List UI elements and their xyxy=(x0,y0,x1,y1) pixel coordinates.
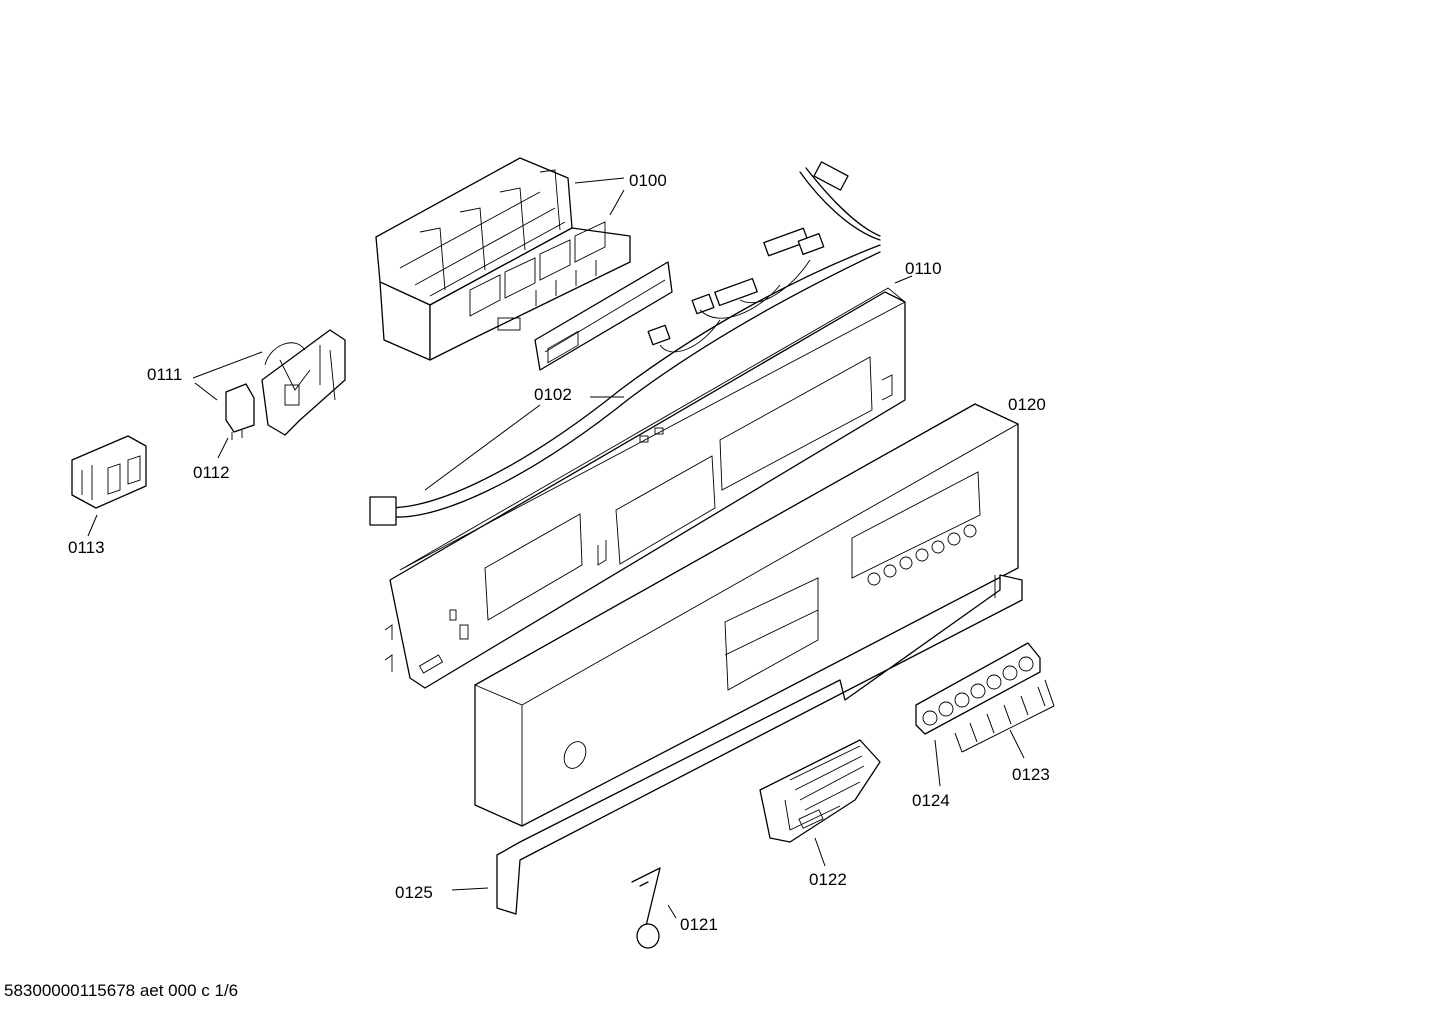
part-0111-switch[interactable] xyxy=(261,329,346,436)
part-0120-front-panel[interactable] xyxy=(473,403,1019,827)
label-0102: 0102 xyxy=(534,385,572,404)
label-0123: 0123 xyxy=(1012,765,1050,784)
part-0121-knob[interactable] xyxy=(631,867,661,949)
part-0124-button-strip[interactable] xyxy=(915,642,1041,735)
label-0113: 0113 xyxy=(68,538,105,557)
part-labels: 0100 0102 0110 0111 0112 0113 0120 0121 … xyxy=(68,171,1050,934)
label-0100: 0100 xyxy=(629,171,667,190)
part-0125-trim-strip[interactable] xyxy=(496,574,1023,915)
part-0110-wiring-harness[interactable] xyxy=(369,161,881,526)
panel-button-row xyxy=(867,524,977,586)
leader-lines xyxy=(87,177,1025,919)
part-0123-button-lines xyxy=(954,679,1055,753)
part-0113-connector-block[interactable] xyxy=(71,435,147,509)
label-0125: 0125 xyxy=(395,883,433,902)
label-0112: 0112 xyxy=(193,463,230,482)
label-0120: 0120 xyxy=(1008,395,1046,414)
label-0121: 0121 xyxy=(680,915,718,934)
label-0122: 0122 xyxy=(809,870,847,889)
part-0100-electronic-module[interactable] xyxy=(375,157,631,361)
label-0124: 0124 xyxy=(912,791,950,810)
label-0111: 0111 xyxy=(147,365,182,384)
part-0122-grille[interactable] xyxy=(759,739,881,843)
document-code: 58300000115678 aet 000 c 1/6 xyxy=(4,981,239,1000)
part-0112-component[interactable] xyxy=(225,383,255,440)
label-0110: 0110 xyxy=(905,259,942,278)
part-0102-display-strip[interactable] xyxy=(534,261,673,371)
part-0110-panel-frame[interactable] xyxy=(384,287,906,689)
